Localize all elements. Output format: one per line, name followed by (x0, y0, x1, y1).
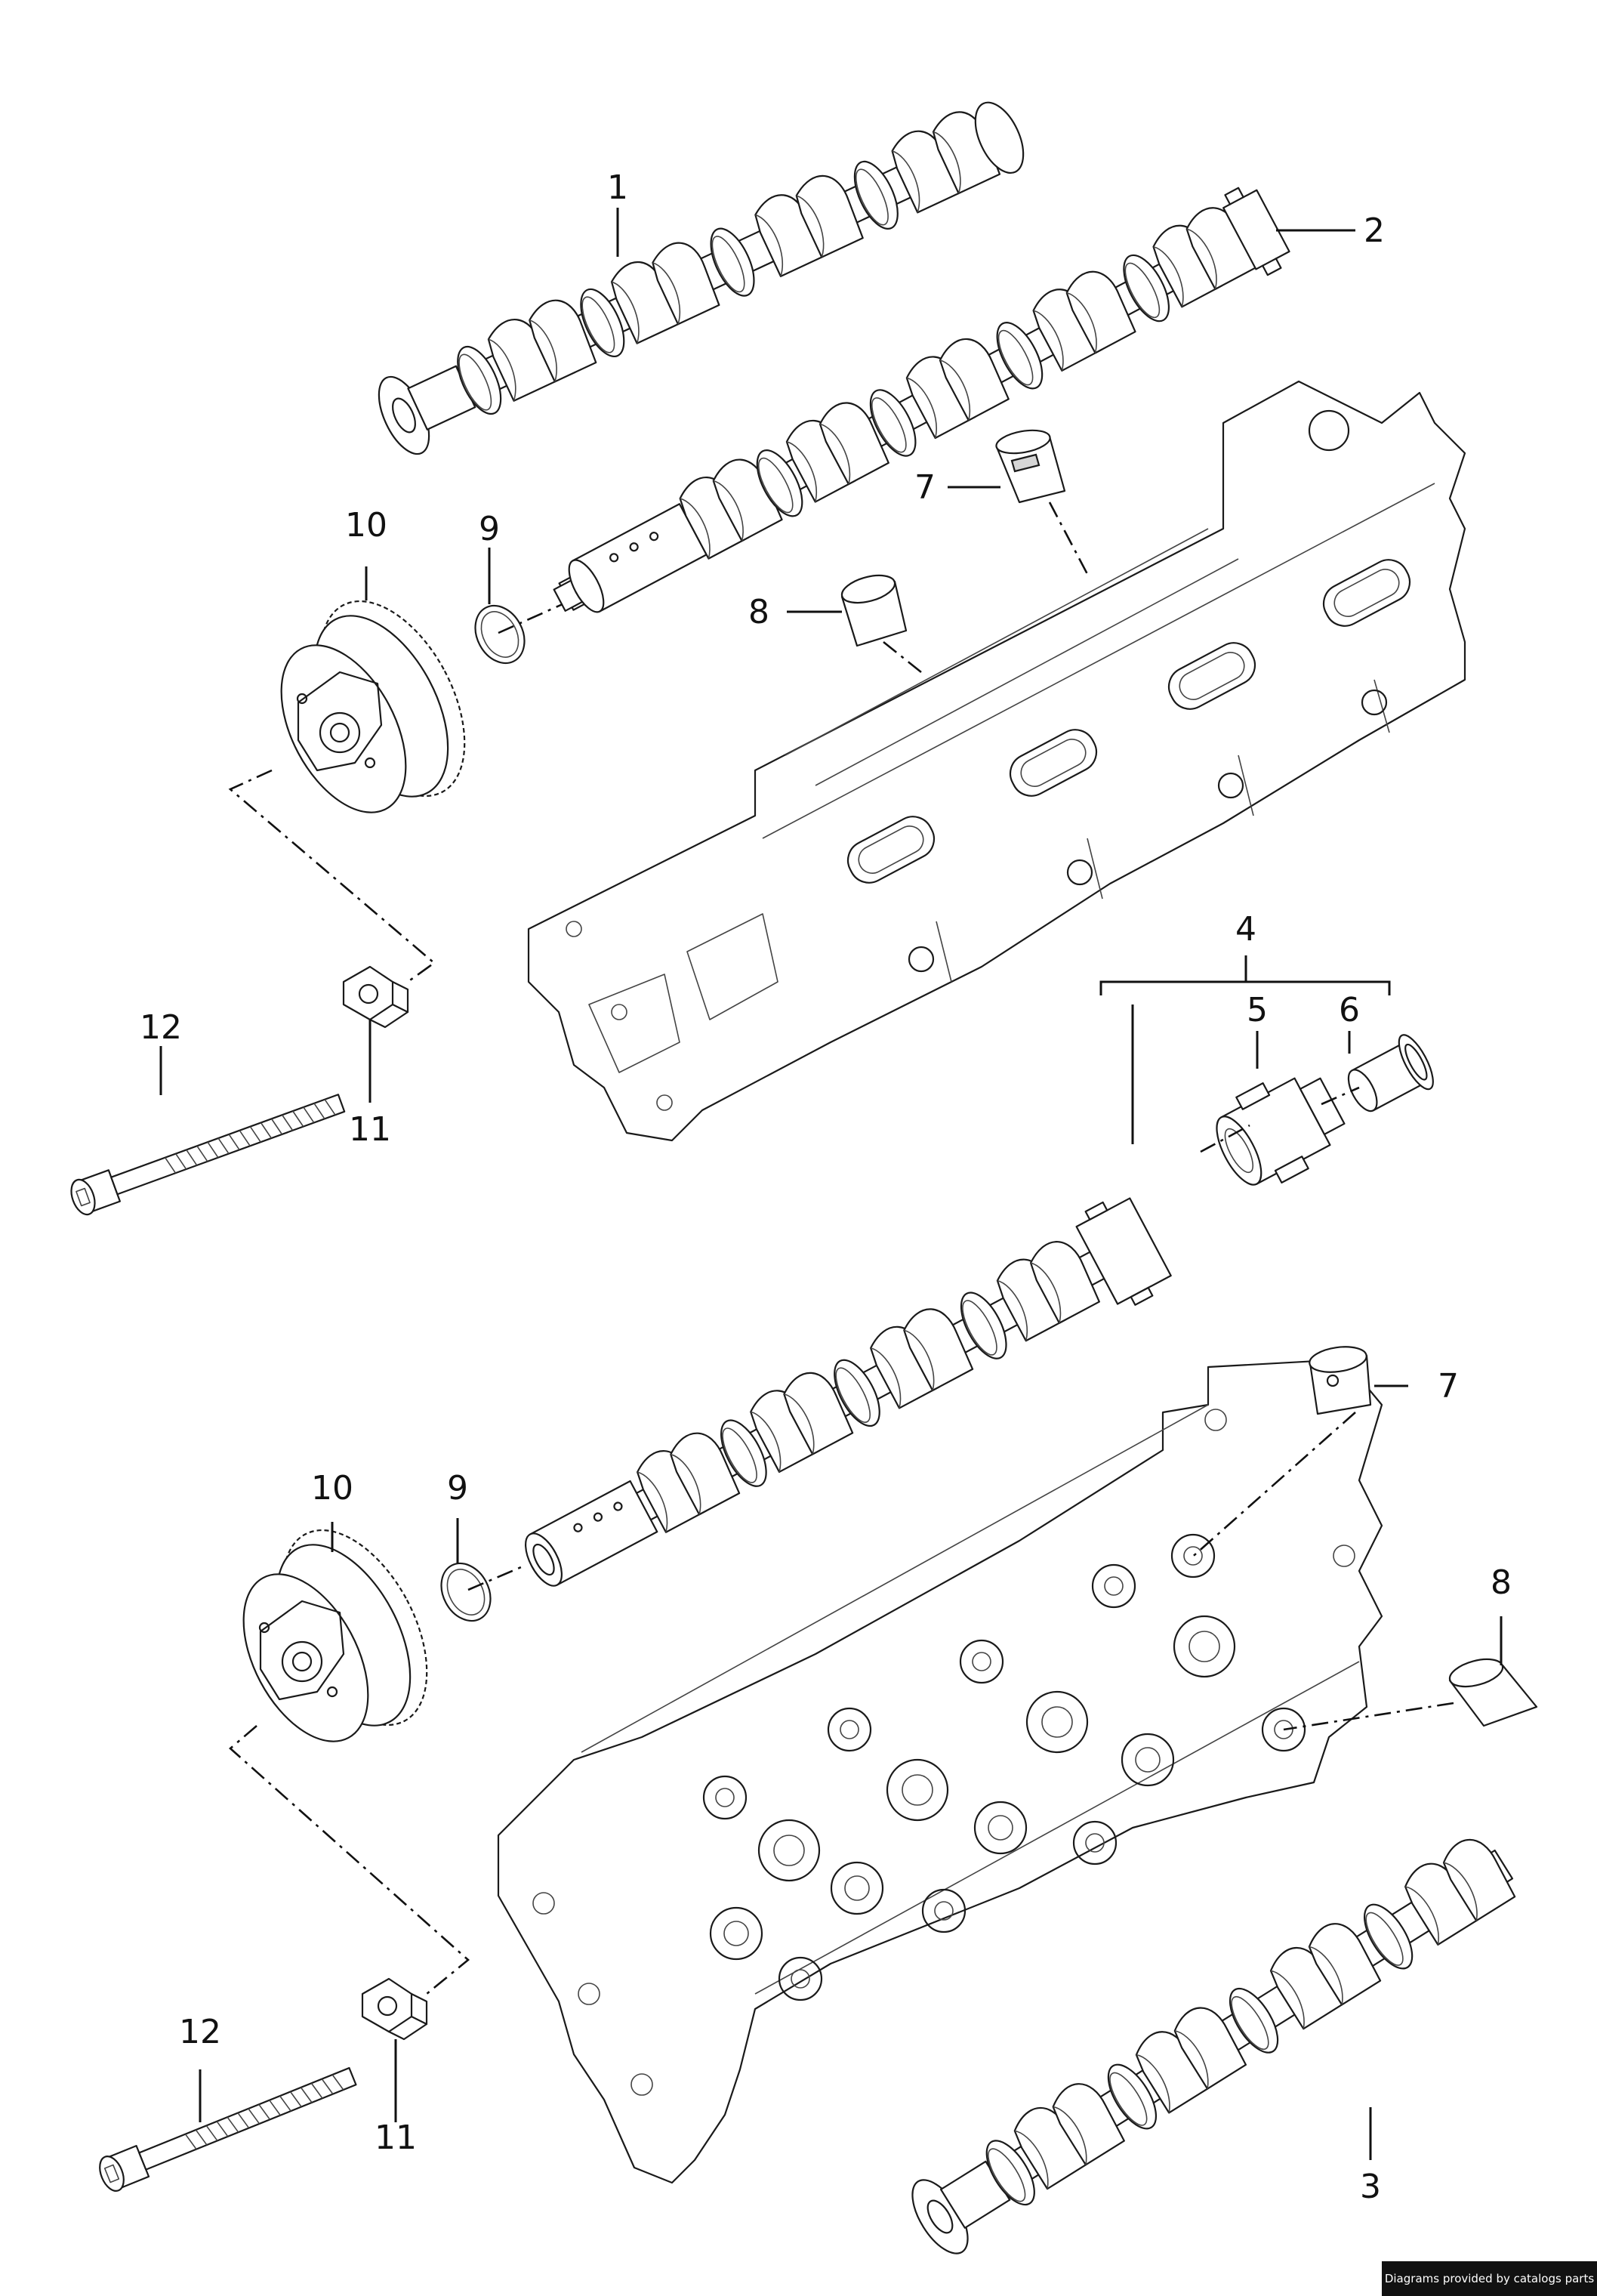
cylinder-head-upper (527, 380, 1466, 1142)
camshaft-part-3 (911, 1830, 1518, 2254)
callout-7-lower: 7 (1438, 1367, 1459, 1406)
callout-9-upper: 9 (479, 510, 500, 548)
callout-9-lower: 9 (447, 1469, 468, 1508)
credit-badge: Diagrams provided by catalogs parts (1382, 2261, 1597, 2296)
bushing-part-6 (1347, 1034, 1434, 1113)
o-ring-lower-part-9 (440, 1562, 492, 1622)
tappet-upper-part-7 (995, 429, 1066, 504)
camshaft-adjuster-upper-part-10 (280, 600, 466, 813)
callout-7-upper: 7 (914, 468, 936, 507)
bolt-upper-part-12 (70, 1094, 346, 1216)
cylinder-head-lower (497, 1358, 1383, 2184)
callout-1: 1 (607, 168, 628, 207)
valve-seat-row (709, 1615, 1236, 1961)
camshaft-part-2 (553, 187, 1290, 613)
callout-labels: 1 2 3 4 5 6 7 8 7 8 9 10 9 10 11 11 12 1… (140, 168, 1512, 2206)
callout-3: 3 (1360, 2168, 1381, 2206)
callout-8-lower: 8 (1491, 1563, 1512, 1602)
tappet-upper-part-8 (840, 574, 908, 647)
leader-lines (159, 208, 1503, 2160)
camshaft-part-4 (525, 1197, 1172, 1587)
hex-nut-lower-part-11 (361, 1977, 428, 2041)
tappet-lower-part-8 (1448, 1658, 1538, 1727)
callout-2: 2 (1364, 211, 1385, 250)
callout-11-upper: 11 (349, 1110, 391, 1149)
camshaft-adjuster-lower-part-10 (242, 1529, 428, 1742)
adapter-part-5 (1216, 1077, 1346, 1186)
camshaft-part-1 (378, 101, 1025, 455)
callout-6: 6 (1339, 991, 1360, 1029)
assembly-lines (228, 501, 1454, 1995)
callout-12-lower: 12 (179, 2013, 221, 2051)
tappet-bore-row (702, 1533, 1306, 2001)
hex-nut-upper-part-11 (342, 965, 409, 1029)
callout-4: 4 (1235, 910, 1256, 949)
bolt-lower-part-12 (99, 2066, 357, 2192)
tappet-lower-part-7 (1309, 1346, 1372, 1415)
callout-10-upper: 10 (345, 506, 387, 545)
callout-11-lower: 11 (375, 2119, 417, 2157)
callout-12-upper: 12 (140, 1008, 182, 1047)
o-ring-upper-part-9 (474, 604, 526, 665)
callout-10-lower: 10 (311, 1469, 353, 1508)
callout-8-upper: 8 (748, 593, 769, 631)
callout-5: 5 (1247, 991, 1268, 1029)
